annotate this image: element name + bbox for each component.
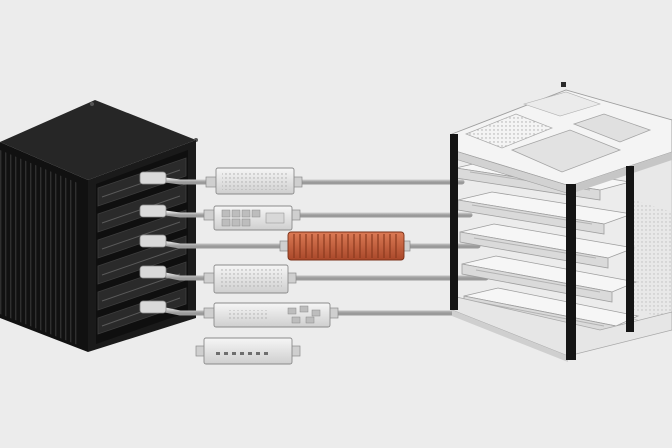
module-port-strip [195,337,301,365]
rack-top-fastener [561,82,566,87]
module-keyed [203,205,301,231]
rack-top-edge [570,152,672,194]
cable-plug [139,300,167,314]
cable-plug [139,204,167,218]
rack-post [566,184,576,360]
rack-side-vent [634,200,672,320]
rack-post [450,134,458,310]
open-rack [450,82,672,362]
rack-base-edge [452,310,568,362]
server-cabinet [0,100,198,352]
module-perforated [203,264,297,294]
cabinet-side-vent [0,150,80,346]
rack-top-panel [522,91,601,117]
rack-top-recess [572,113,652,143]
cable-plug [139,265,167,279]
cabinet-top-face [0,100,196,180]
rack-post [626,166,634,332]
cable [147,175,465,185]
cabinet-top-fastener [90,102,94,106]
module-finned-heatsink [279,231,411,261]
cable [147,208,473,218]
cable [147,269,489,281]
cable-plug [139,171,167,185]
cable-plug [139,234,167,248]
module-keyed [203,302,339,328]
rack-top-vent [465,113,553,149]
module-perforated [205,167,303,195]
module-column [195,167,411,365]
cable-bundle [97,171,543,355]
rack-top-recess [510,129,622,173]
